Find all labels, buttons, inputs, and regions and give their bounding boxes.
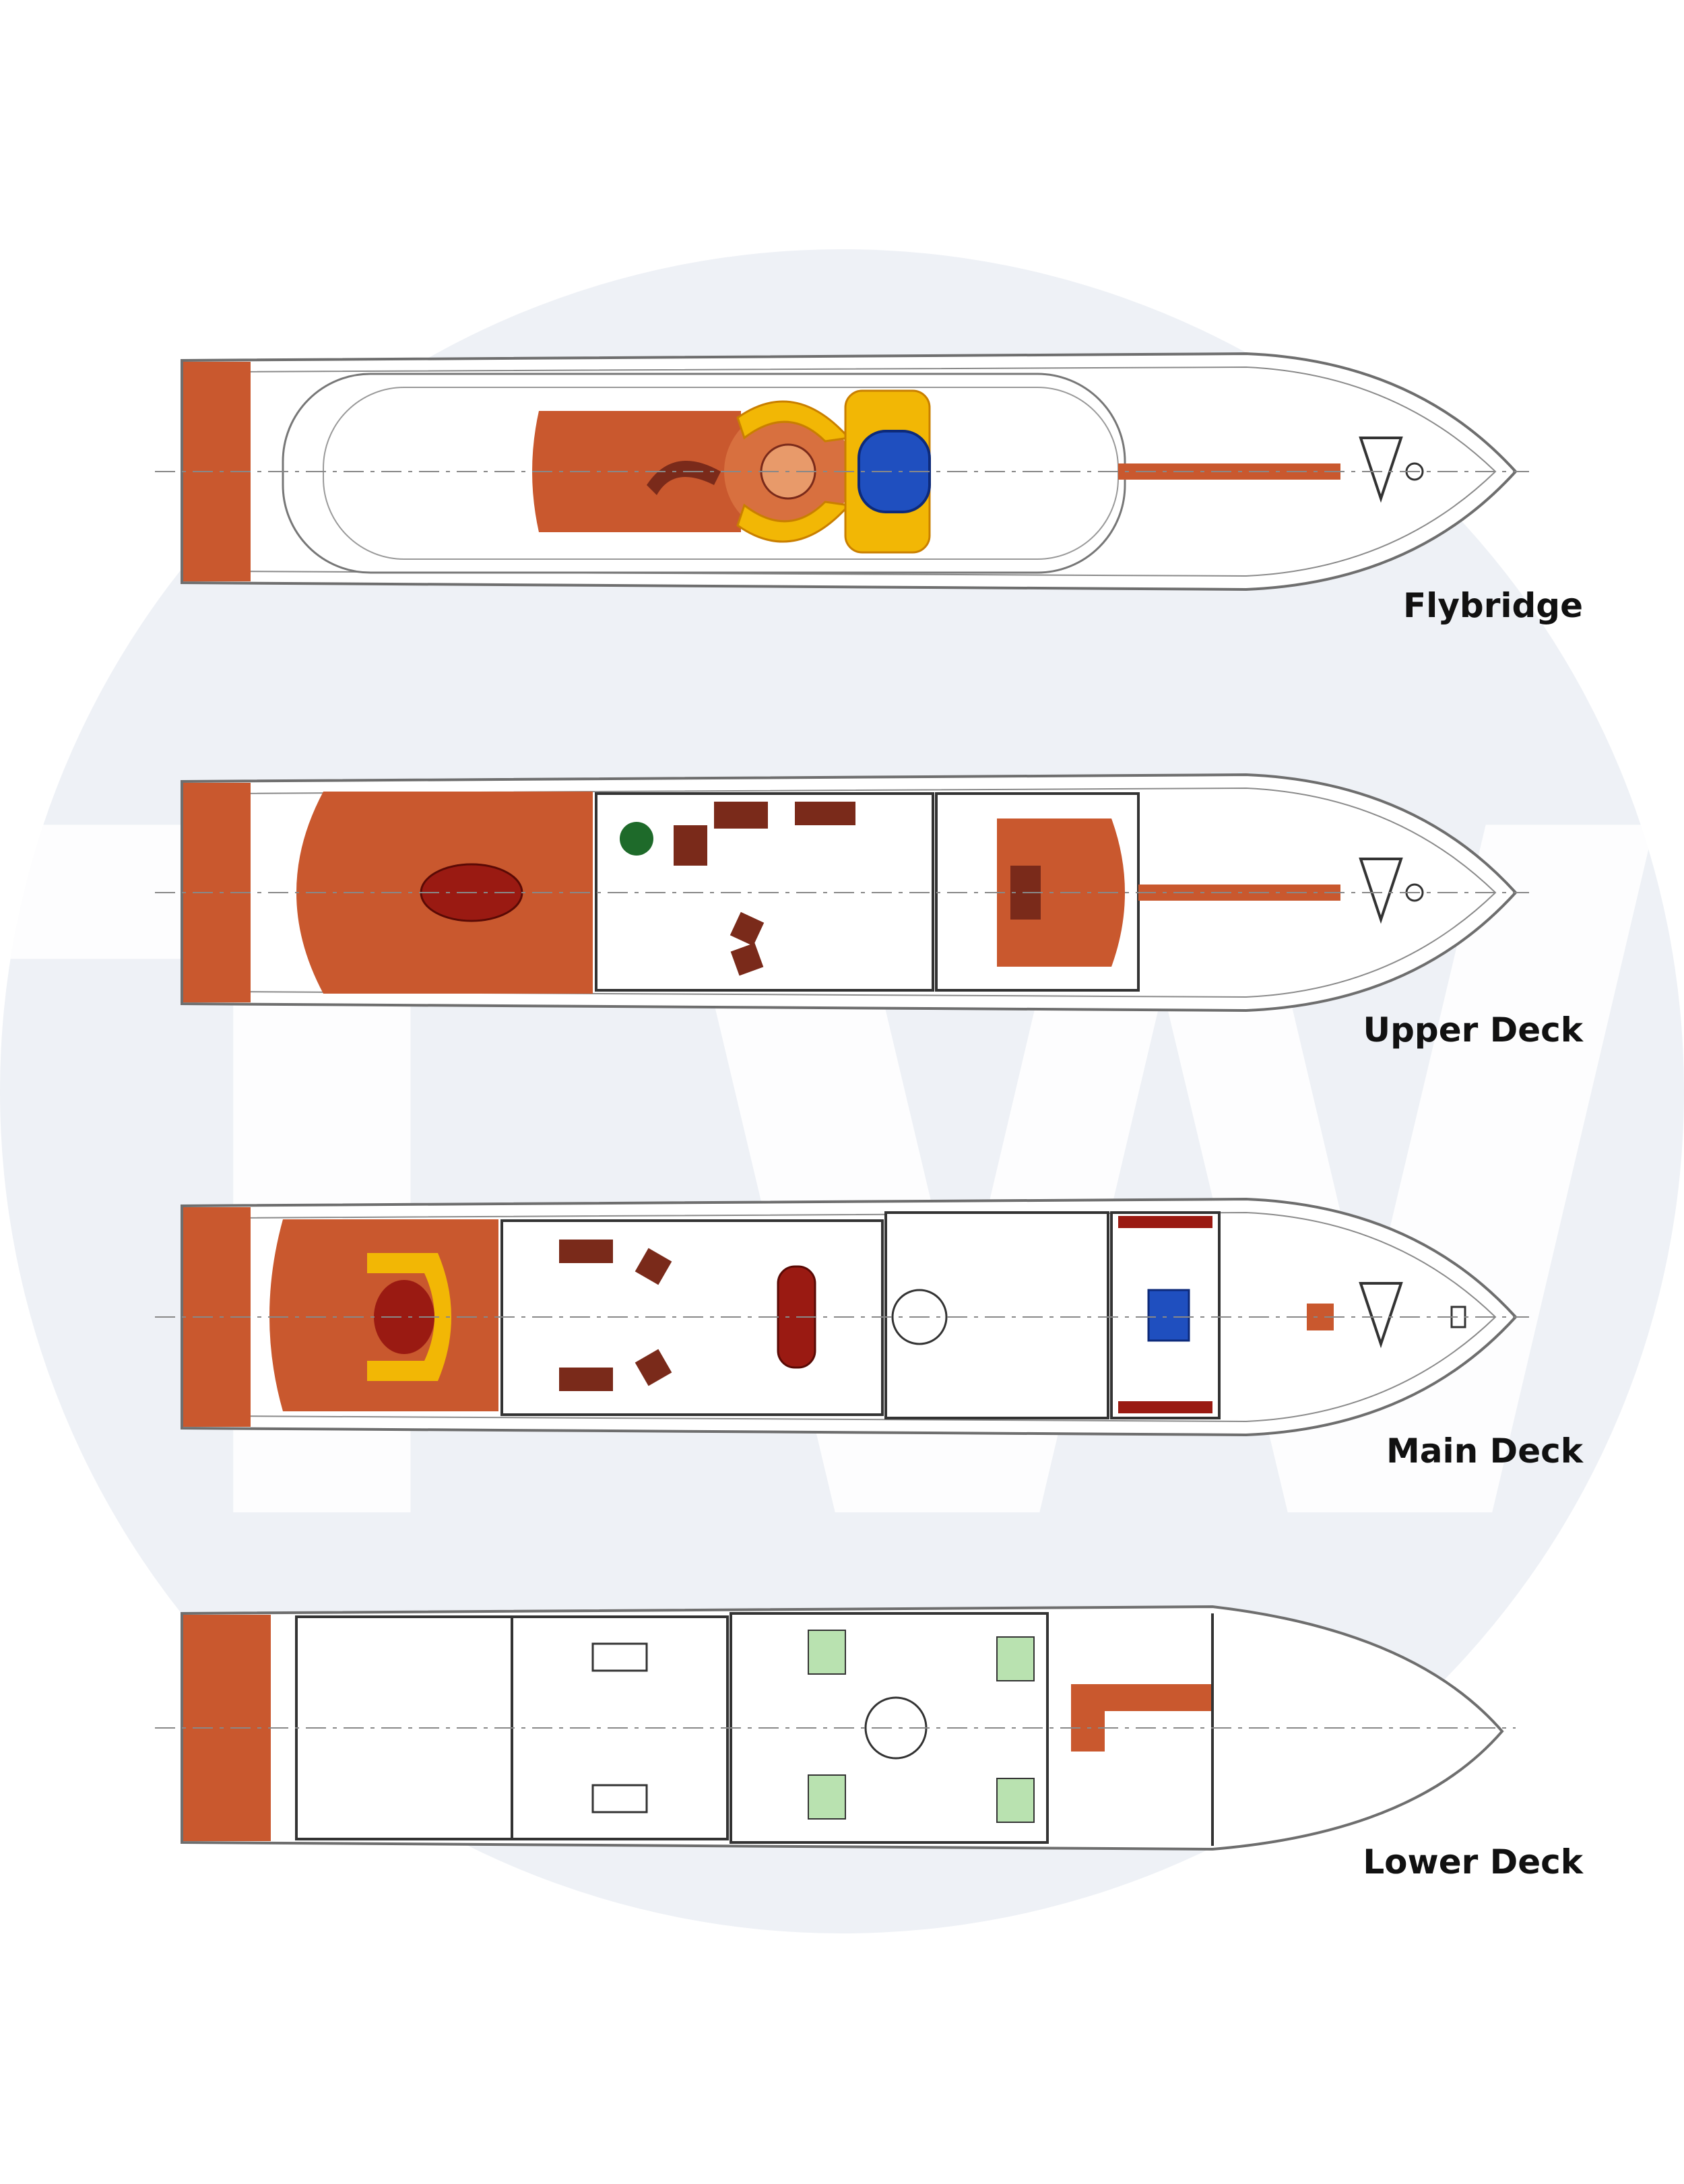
main-deck-aft-table (374, 1280, 434, 1354)
deck-label-upper-deck: Upper Deck (1363, 1010, 1583, 1050)
watermark-circle (0, 249, 1684, 1933)
lower-deck-plan (155, 1605, 1516, 1851)
upper-deck-chair-a (730, 911, 765, 946)
lower-deck-cabin-bed-3 (996, 1636, 1035, 1681)
lower-deck-engine-b (591, 1784, 648, 1813)
lower-deck-cabin-bed-1 (808, 1630, 846, 1675)
watermark: TW (0, 249, 1684, 1933)
upper-deck-sofa-a (674, 825, 707, 866)
lower-deck-cabin-bed-4 (996, 1778, 1035, 1823)
lower-deck-crew-mess (1071, 1684, 1212, 1752)
main-deck-saloon-chair-a (635, 1248, 672, 1285)
deck-label-lower-deck: Lower Deck (1363, 1842, 1583, 1882)
main-deck-red-partition-bottom (1118, 1401, 1212, 1413)
upper-deck-plan (155, 773, 1529, 1013)
deck-label-flybridge: Flybridge (1403, 586, 1583, 625)
flybridge-bar-counter (647, 461, 721, 495)
main-deck-aft-sofa (367, 1253, 451, 1381)
upper-deck-game-table (620, 822, 653, 856)
main-deck-galley (884, 1211, 1109, 1419)
lower-deck-engine-a (591, 1642, 648, 1672)
main-deck-bow-windlass (1359, 1282, 1403, 1349)
main-deck-saloon-chair-b (635, 1349, 672, 1386)
main-deck-saloon-sofa-bottom (559, 1368, 613, 1391)
upper-deck-bow-windlass (1359, 858, 1403, 924)
upper-deck-sofa-c (795, 802, 855, 825)
flybridge-bow-windlass (1359, 437, 1403, 503)
main-deck-red-partition-top (1118, 1216, 1212, 1228)
flybridge-plan (155, 352, 1529, 591)
upper-deck-sofa-b (714, 802, 768, 829)
lower-deck-cabin-bed-2 (808, 1774, 846, 1820)
main-deck-plan (155, 1197, 1529, 1437)
main-deck-staircase (891, 1289, 948, 1345)
main-deck-saloon-sofa-top (559, 1240, 613, 1263)
upper-deck-chair-b (730, 942, 764, 976)
deck-label-main-deck: Main Deck (1386, 1432, 1583, 1471)
main-deck-owner-bed (1147, 1289, 1190, 1342)
